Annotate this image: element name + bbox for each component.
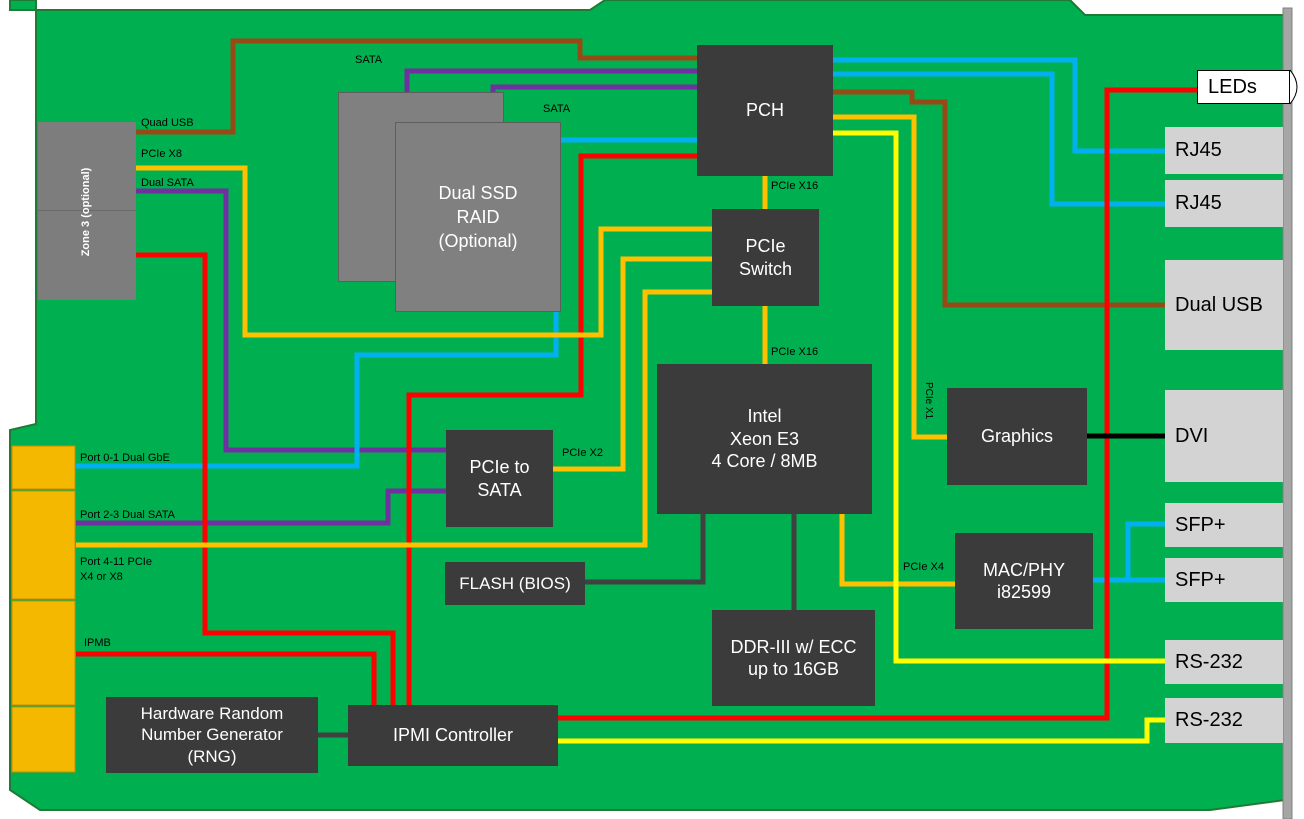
trace-dual-usb	[833, 89, 1165, 308]
sfp-connector-1: SFP+	[1165, 503, 1283, 547]
rj45-connector-1: RJ45	[1165, 127, 1283, 174]
sfp-connector-2: SFP+	[1165, 558, 1283, 602]
graphics-chip: Graphics	[947, 388, 1087, 485]
pcie-to-sata-chip: PCIe to SATA	[446, 430, 553, 527]
trace-sata-1	[404, 68, 697, 95]
rs232-connector-2: RS-232	[1165, 698, 1283, 743]
rj45-connector-2: RJ45	[1165, 180, 1283, 227]
label-pcie-x4: PCIe X4	[903, 561, 944, 573]
trace-pch-ipmi	[406, 153, 697, 705]
trace-pcie-x1	[833, 114, 947, 440]
pch-chip: PCH	[697, 45, 833, 176]
edge-pad-1	[11, 445, 76, 490]
dual-usb-connector: Dual USB	[1165, 260, 1283, 350]
label-port-0-1: Port 0-1 Dual GbE	[80, 452, 170, 464]
dual-ssd-raid: Dual SSD RAID (Optional)	[395, 122, 561, 312]
front-panel-rail	[1282, 7, 1293, 819]
edge-pad-3	[11, 600, 76, 706]
zone-3-divider	[38, 210, 136, 211]
ipmi-controller-chip: IPMI Controller	[348, 705, 558, 766]
label-sata-1: SATA	[355, 54, 383, 66]
cpu-chip: Intel Xeon E3 4 Core / 8MB	[657, 364, 872, 514]
trace-pcie-x4	[839, 514, 955, 587]
label-pcie-x2: PCIe X2	[562, 447, 603, 459]
label-pcie-x16-2: PCIe X16	[771, 346, 819, 358]
zone-3-label: Zone 3 (optional)	[80, 167, 92, 257]
label-pcie-x1: PCIe X1	[923, 382, 934, 420]
trace-rj45-1	[833, 57, 1165, 154]
trace-zone3-ipmi	[136, 252, 396, 705]
label-sata-2: SATA	[543, 103, 571, 115]
edge-pad-4	[11, 706, 76, 773]
label-quad-usb: Quad USB	[141, 117, 194, 129]
trace-dual-sata	[136, 188, 446, 453]
trace-rs232-2	[558, 717, 1165, 744]
ddr-memory-chip: DDR-III w/ ECC up to 16GB	[712, 610, 875, 706]
flash-bios-chip: FLASH (BIOS)	[445, 562, 585, 605]
label-port-2-3: Port 2-3 Dual SATA	[80, 509, 175, 521]
trace-flash	[585, 514, 706, 585]
leds-connector: LEDs	[1197, 70, 1290, 104]
rs232-connector-1: RS-232	[1165, 640, 1283, 684]
label-pcie-x16-1: PCIe X16	[771, 180, 819, 192]
zone-3-connector	[38, 122, 136, 300]
backplane-connector	[11, 445, 76, 773]
rng-chip: Hardware Random Number Generator (RNG)	[106, 697, 318, 773]
dvi-connector: DVI	[1165, 390, 1283, 482]
label-ipmb: IPMB	[84, 637, 111, 649]
trace-ipmb	[76, 651, 377, 705]
trace-pcie-x8	[136, 165, 712, 338]
pcie-switch-chip: PCIe Switch	[712, 209, 819, 306]
trace-quad-usb	[136, 38, 697, 135]
trace-rs232-1	[833, 130, 1165, 664]
edge-pad-2	[11, 490, 76, 600]
trace-pcie-x2	[553, 256, 712, 472]
trace-leds	[558, 87, 1200, 721]
label-port-4-11: Port 4-11 PCIe X4 or X8	[80, 556, 152, 583]
trace-port-4-11	[76, 289, 712, 548]
label-pcie-x8: PCIe X8	[141, 148, 182, 160]
leds-bezel-arc	[1289, 69, 1298, 105]
label-dual-sata: Dual SATA	[141, 177, 194, 189]
mac-phy-chip: MAC/PHY i82599	[955, 533, 1093, 629]
trace-pch-gbe	[76, 137, 697, 469]
trace-port-2-3	[76, 488, 446, 526]
